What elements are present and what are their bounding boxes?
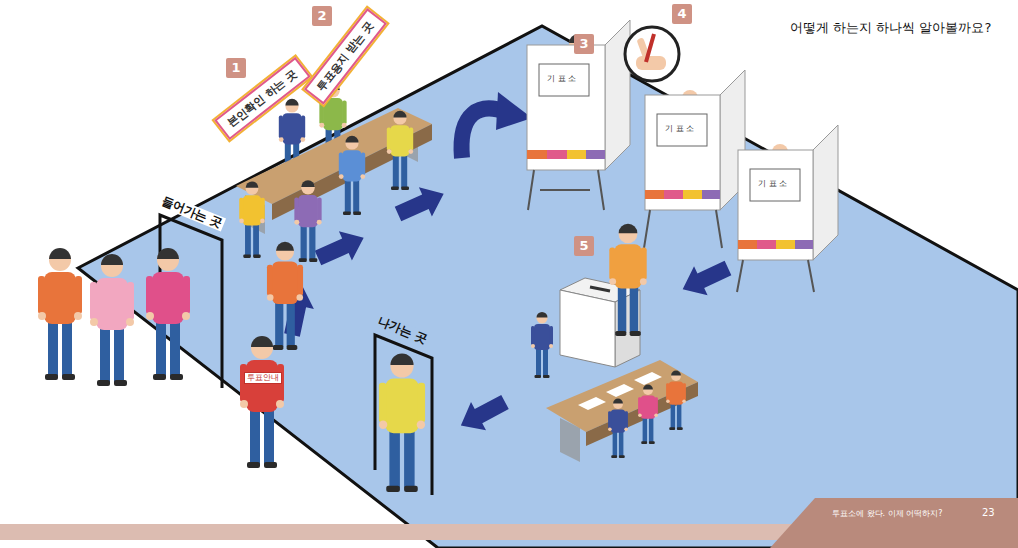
booth-sign: 기 표 소 xyxy=(545,73,578,85)
people xyxy=(38,242,425,492)
callout-number: 2 xyxy=(312,6,332,26)
stamp-zoom xyxy=(625,27,679,81)
exit-frame xyxy=(375,335,432,495)
guide-badge: 투표안내 xyxy=(244,372,282,384)
sign-text: 투표용지 받는 곳 xyxy=(314,19,376,94)
callout-number: 1 xyxy=(226,58,246,78)
page-heading: 어떻게 하는지 하나씩 알아볼까요? xyxy=(790,20,991,36)
staff-table xyxy=(546,360,698,462)
ballot-box xyxy=(531,224,647,378)
footer-band xyxy=(770,498,1018,548)
booth-sign: 기 표 소 xyxy=(756,178,789,190)
page-number: 23 xyxy=(982,507,995,519)
page-footer: 투표소에 왔다. 이제 어떡하지? xyxy=(832,509,942,519)
callout-number: 5 xyxy=(574,236,594,256)
voting-booths xyxy=(527,20,838,292)
callout-number: 3 xyxy=(574,34,594,54)
floor xyxy=(78,26,1018,548)
callout-number: 4 xyxy=(672,4,692,24)
booth-sign: 기 표 소 xyxy=(663,123,696,135)
